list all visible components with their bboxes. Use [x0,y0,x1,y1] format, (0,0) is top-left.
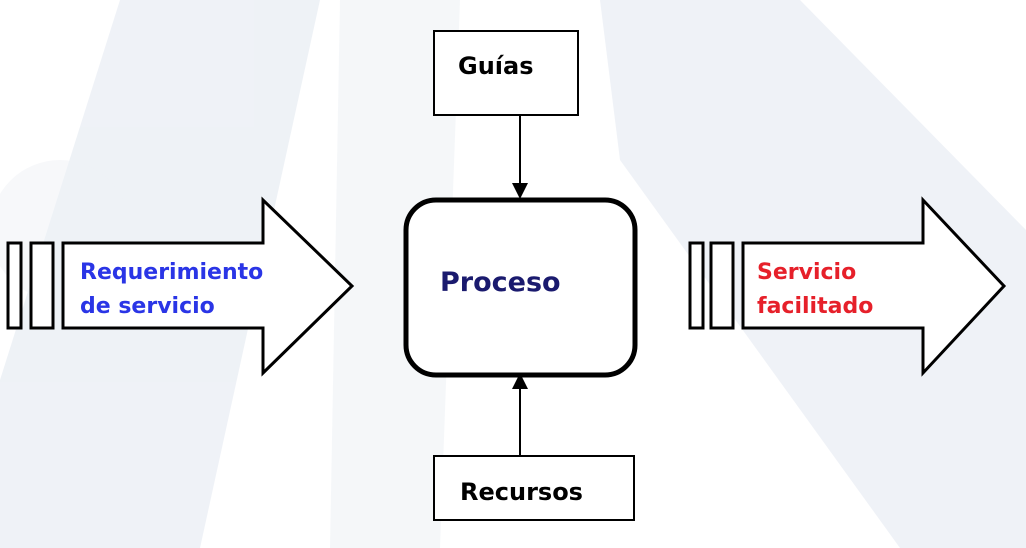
input-arrow-stripe [6,241,23,330]
process-label: Proceso [440,267,561,298]
output-arrow [688,196,1007,377]
input-arrow-body [61,196,355,377]
input-label-line1: Requerimiento [80,260,264,285]
output-arrow-stripe [688,241,705,330]
resources-arrowhead [512,373,528,389]
output-arrow-body [741,196,1007,377]
input-arrow-stripe [29,241,55,330]
resources-box [433,455,635,521]
output-arrow-stripe [709,241,735,330]
input-arrow [6,196,355,377]
output-label: Servicio facilitado [757,256,873,324]
output-label-line2: facilitado [757,294,874,319]
guides-arrowhead [512,183,528,199]
guides-label: Guías [458,52,534,80]
input-label-line2: de servicio [80,294,215,319]
input-label: Requerimiento de servicio [80,256,263,324]
output-label-line1: Servicio [757,260,857,285]
resources-label: Recursos [460,478,583,506]
guides-box [433,30,579,116]
